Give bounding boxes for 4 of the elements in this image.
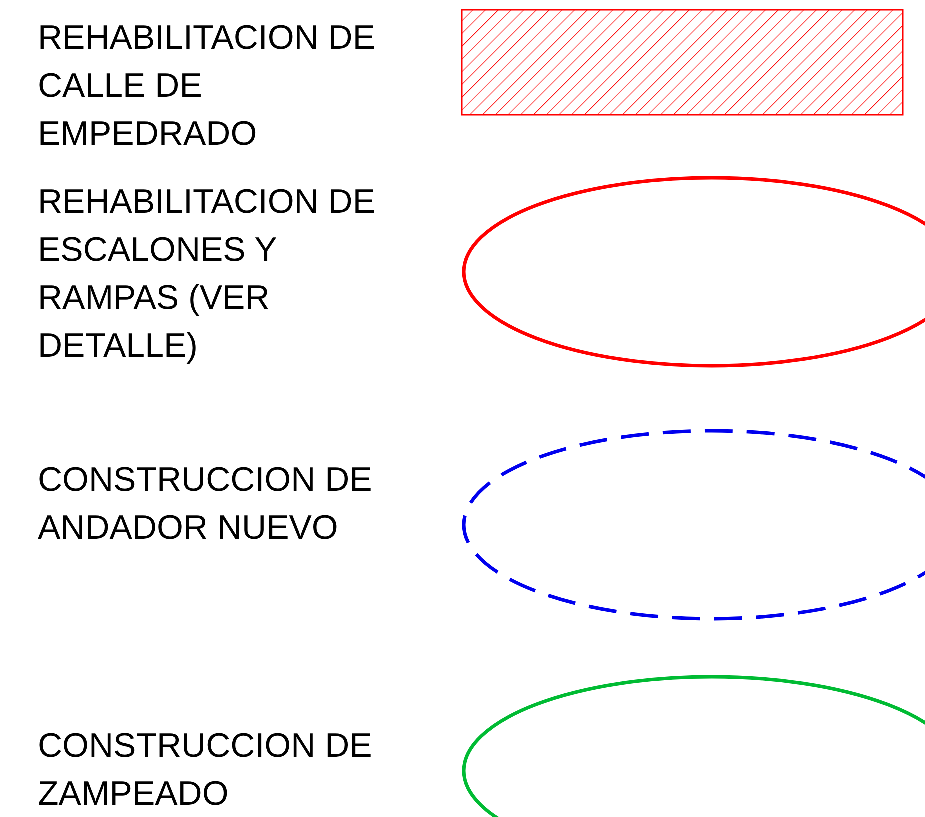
legend-text: REHABILITACION DE ESCALONES Y RAMPAS (VER DETALLE) [38,182,377,367]
legend-text: CONSTRUCCION DE ZAMPEADO [38,726,374,815]
legend-text: CONSTRUCCION DE ANDADOR NUEVO [38,460,374,549]
legend-text: REHABILITACION DE CALLE DE EMPEDRADO [38,18,377,155]
